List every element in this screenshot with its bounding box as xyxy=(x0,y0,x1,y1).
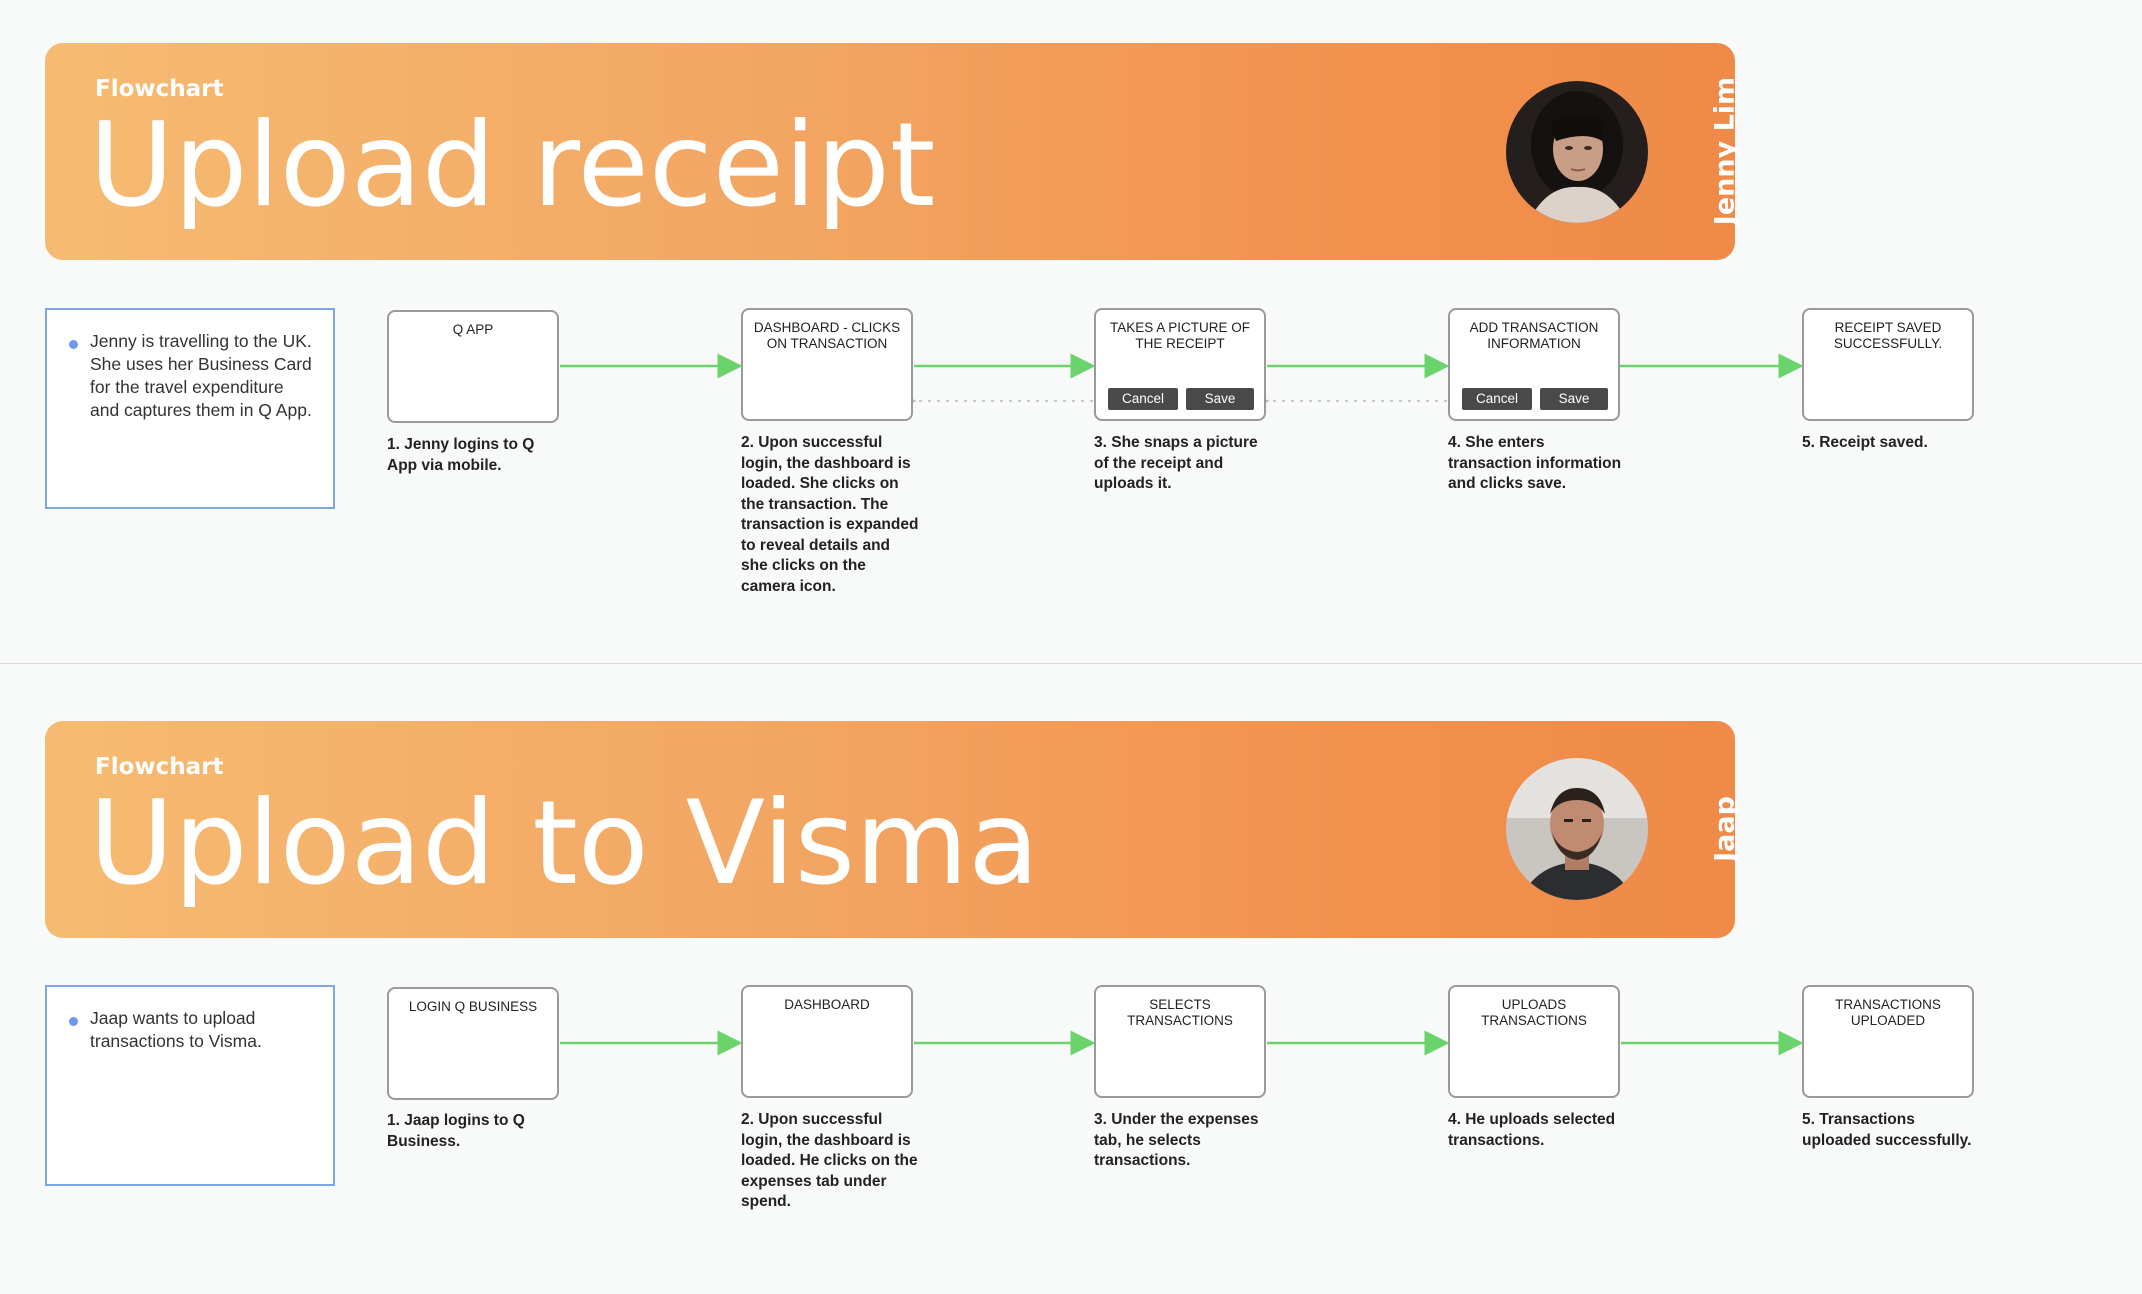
step-caption: 5. Receipt saved. xyxy=(1802,433,1982,454)
step-caption: 3. She snaps a picture of the receipt an… xyxy=(1094,433,1274,495)
save-button[interactable]: Save xyxy=(1186,388,1254,410)
step-box: UPLOADS TRANSACTIONS xyxy=(1448,985,1620,1098)
step-box: RECEIPT SAVED SUCCESSFULLY. xyxy=(1802,308,1974,421)
step-label: Q APP xyxy=(395,322,551,338)
step-label: DASHBOARD - CLICKS ON TRANSACTION xyxy=(749,320,905,352)
cancel-button[interactable]: Cancel xyxy=(1108,388,1178,410)
step-box: TRANSACTIONS UPLOADED xyxy=(1802,985,1974,1098)
flow-connectors xyxy=(0,678,2142,1278)
step-box: LOGIN Q BUSINESS xyxy=(387,987,559,1100)
flow-connectors xyxy=(0,0,2142,600)
flow-upload-to-visma: Flowchart Upload to Visma Jaap Jaap want… xyxy=(0,678,2142,1278)
step-label: UPLOADS TRANSACTIONS xyxy=(1456,997,1612,1029)
step-label: TAKES A PICTURE OF THE RECEIPT xyxy=(1102,320,1258,352)
flow-upload-receipt: Flowchart Upload receipt Jenny Lim Jenny… xyxy=(0,0,2142,600)
step-caption: 2. Upon successful login, the dashboard … xyxy=(741,1110,921,1213)
step-caption: 5. Transactions uploaded successfully. xyxy=(1802,1110,1982,1151)
step-label: ADD TRANSACTION INFORMATION xyxy=(1456,320,1612,352)
step-box: SELECTS TRANSACTIONS xyxy=(1094,985,1266,1098)
step-label: RECEIPT SAVED SUCCESSFULLY. xyxy=(1810,320,1966,352)
step-caption: 3. Under the expenses tab, he selects tr… xyxy=(1094,1110,1274,1172)
step-label: DASHBOARD xyxy=(749,997,905,1013)
cancel-button[interactable]: Cancel xyxy=(1462,388,1532,410)
save-button[interactable]: Save xyxy=(1540,388,1608,410)
step-box: DASHBOARD - CLICKS ON TRANSACTION xyxy=(741,308,913,421)
step-box: TAKES A PICTURE OF THE RECEIPT Cancel Sa… xyxy=(1094,308,1266,421)
step-label: LOGIN Q BUSINESS xyxy=(395,999,551,1015)
step-caption: 4. She enters transaction information an… xyxy=(1448,433,1628,495)
step-box: Q APP xyxy=(387,310,559,423)
step-caption: 1. Jaap logins to Q Business. xyxy=(387,1111,567,1152)
step-caption: 4. He uploads selected transactions. xyxy=(1448,1110,1628,1151)
step-box: DASHBOARD xyxy=(741,985,913,1098)
step-caption: 1. Jenny logins to Q App via mobile. xyxy=(387,435,567,476)
section-divider xyxy=(0,663,2142,664)
step-label: TRANSACTIONS UPLOADED xyxy=(1810,997,1966,1029)
step-caption: 2. Upon successful login, the dashboard … xyxy=(741,433,921,597)
step-label: SELECTS TRANSACTIONS xyxy=(1102,997,1258,1029)
step-box: ADD TRANSACTION INFORMATION Cancel Save xyxy=(1448,308,1620,421)
